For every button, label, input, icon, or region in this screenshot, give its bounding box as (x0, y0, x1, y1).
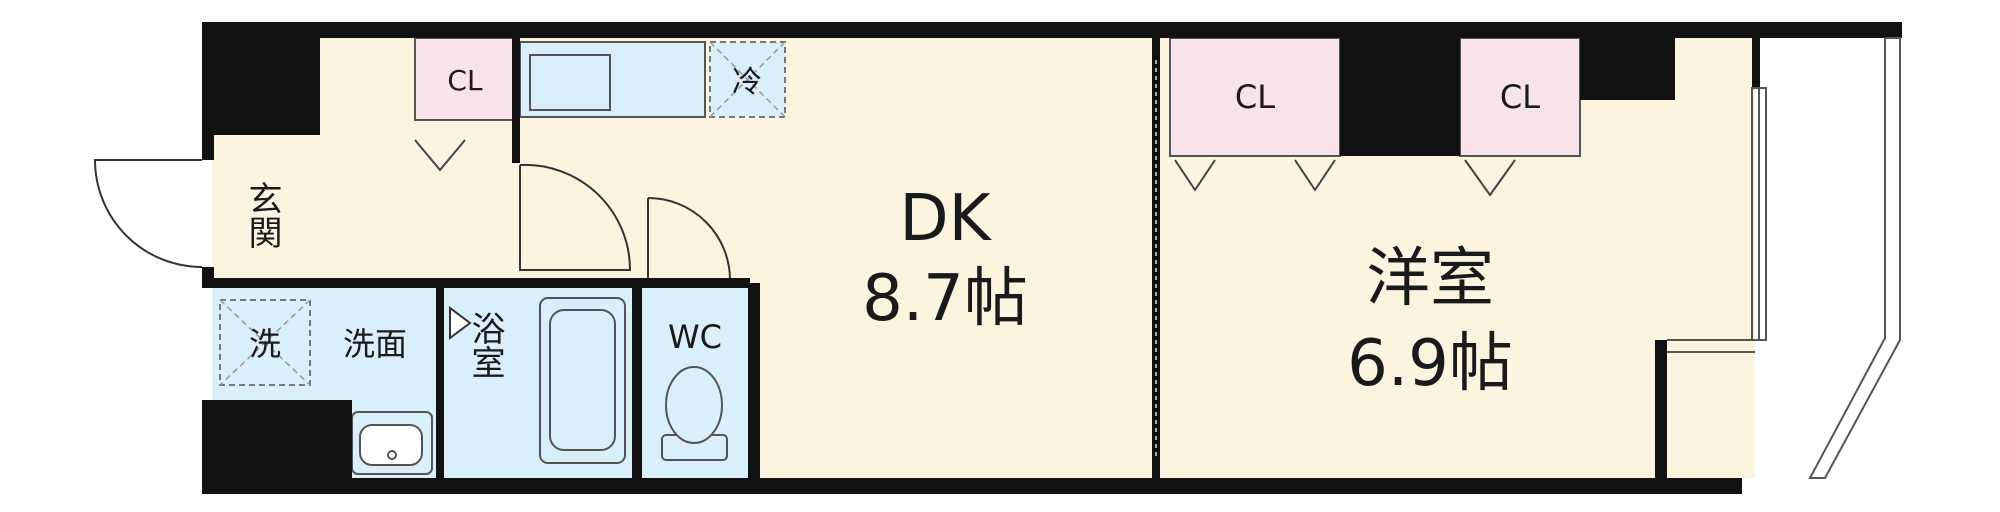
fridge-cross (709, 41, 786, 118)
closet-label: CL (1500, 78, 1540, 116)
walls (202, 22, 1902, 494)
labels: CL CL CL 冷 洗 洗面 玄関 浴室 WC DK 8.7帖 洋室 6.9帖 (242, 64, 1540, 401)
toilet-bowl (665, 366, 723, 444)
wall-entrance-left (202, 135, 214, 160)
closet-door-mark (414, 139, 466, 172)
dk-closet (1169, 37, 1341, 157)
wall-partition (1152, 38, 1160, 478)
wall-hall-right (512, 38, 520, 163)
closet-label: CL (447, 64, 483, 97)
closet-door-mark (1464, 159, 1516, 197)
wash-bowl (359, 424, 423, 466)
wall-column-right (1580, 38, 1675, 100)
wall-hall-bottom (202, 278, 750, 288)
washer-cross (219, 299, 311, 386)
closets (414, 37, 1581, 197)
doors (93, 159, 732, 340)
closet-label: CL (1235, 78, 1275, 116)
balcony-rail (1808, 37, 1901, 479)
bathtub-inner (549, 309, 616, 451)
wall-left-lower (202, 400, 352, 494)
wall-bottom (202, 478, 1742, 494)
fixtures (219, 41, 786, 475)
washer-label: 洗 (249, 325, 281, 363)
wc-label: WC (668, 318, 722, 356)
western-room-name: 洋室 (1366, 242, 1494, 316)
closet-door-mark (1174, 159, 1216, 192)
wall-top (202, 22, 1902, 38)
kitchen-sink (529, 54, 611, 111)
entrance-floor (212, 135, 320, 283)
dk-name: DK (899, 182, 992, 256)
bath-door-mark (449, 306, 472, 340)
wall-bath-right (632, 283, 642, 478)
fridge-label: 冷 (732, 65, 762, 100)
entrance-label: 玄関 (242, 181, 282, 249)
bath-label: 浴室 (465, 311, 505, 379)
wc-door (647, 197, 732, 281)
wall-right-upper (1752, 38, 1760, 88)
entry-closet (414, 37, 516, 121)
wall-right-lower (1655, 340, 1667, 480)
western-room-size: 6.9帖 (1347, 327, 1513, 401)
wall-bath-left (436, 283, 444, 478)
front-door (93, 159, 203, 268)
windows (1667, 37, 1901, 479)
hall-door (519, 163, 632, 271)
wall-left-upper (202, 22, 320, 135)
balcony-floor (1760, 38, 1900, 478)
closet-door-mark (1294, 159, 1336, 192)
wall-wc-right (748, 283, 760, 478)
dk-size: 8.7帖 (862, 262, 1028, 336)
washroom-label: 洗面 (343, 325, 407, 363)
basin-drain (387, 450, 397, 460)
wall-closet-block (1340, 38, 1460, 156)
